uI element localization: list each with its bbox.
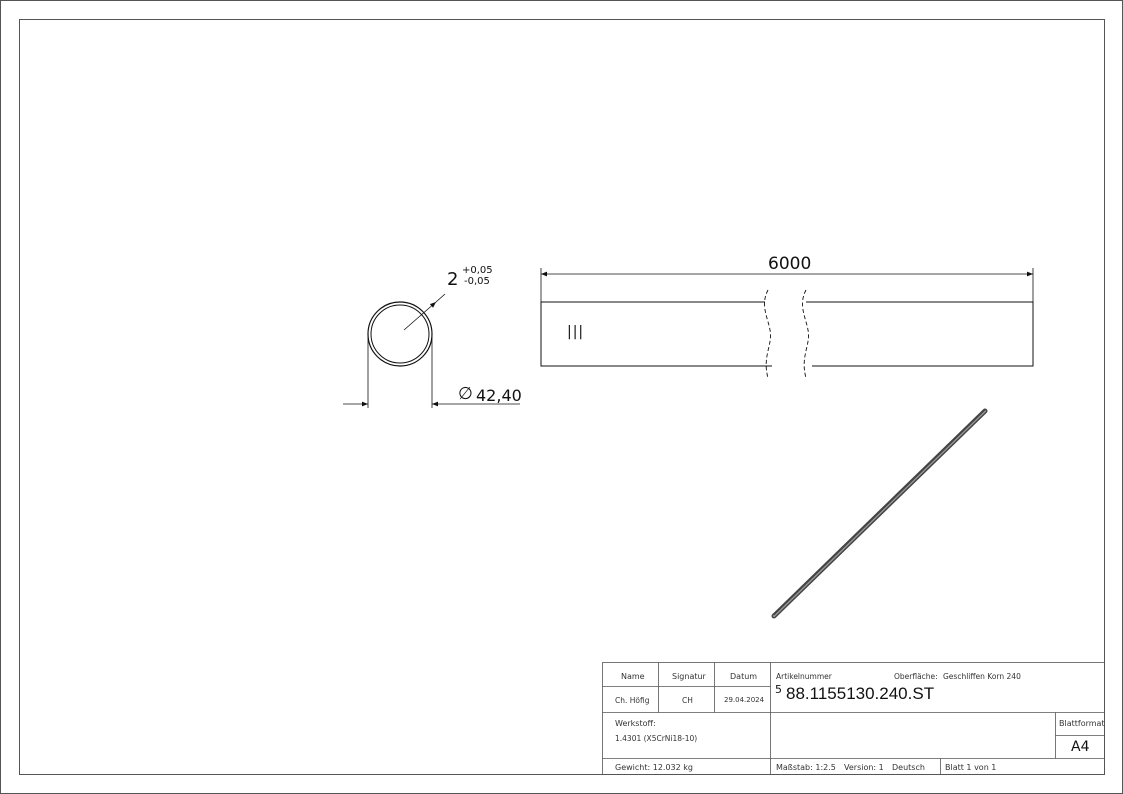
- wall-thickness-dimension: 2: [447, 269, 459, 290]
- header-name: Name: [621, 672, 645, 681]
- language-value: Deutsch: [892, 763, 925, 772]
- length-dimension: 6000: [768, 254, 812, 274]
- inner-circle: [370, 304, 430, 364]
- tolerance-lower: -0,05: [464, 276, 490, 287]
- drawing-date: 29.04.2024: [724, 696, 765, 704]
- revision-index: 5: [775, 683, 782, 696]
- drafter-name: Ch. Höfig: [615, 696, 650, 705]
- article-label: Artikelnummer: [776, 672, 832, 681]
- format-value: A4: [1071, 739, 1090, 755]
- section-marks: |||: [567, 324, 585, 340]
- side-view: [540, 268, 1034, 379]
- break-line-right: [802, 289, 809, 379]
- scale-value: Maßstab: 1:2.5: [776, 763, 836, 772]
- inner-frame: [19, 19, 1105, 775]
- wall-leader: [403, 301, 437, 331]
- iso-view: [771, 408, 988, 619]
- sheet-number: Blatt 1 von 1: [945, 763, 997, 772]
- drafter-signature: CH: [682, 696, 693, 705]
- outer-circle: [367, 301, 433, 367]
- header-date: Datum: [730, 672, 758, 681]
- surface-value: Geschliffen Korn 240: [943, 672, 1021, 681]
- diameter-dimension: 42,40: [476, 386, 522, 405]
- article-number: 88.1155130.240.ST: [786, 684, 935, 703]
- surface-label: Oberfläche:: [894, 672, 938, 681]
- material-label: Werkstoff:: [615, 719, 656, 728]
- title-block-frame: [602, 662, 1105, 775]
- section-view: [343, 293, 520, 408]
- break-line-left: [764, 289, 771, 379]
- tolerance-upper: +0,05: [462, 265, 493, 276]
- header-signature: Signatur: [672, 672, 706, 681]
- material-value: 1.4301 (X5CrNi18-10): [615, 734, 698, 743]
- version-value: Version: 1: [844, 763, 884, 772]
- weight-value: Gewicht: 12.032 kg: [615, 763, 693, 772]
- diameter-symbol-icon: ∅: [458, 384, 473, 404]
- format-label: Blattformat: [1059, 719, 1105, 728]
